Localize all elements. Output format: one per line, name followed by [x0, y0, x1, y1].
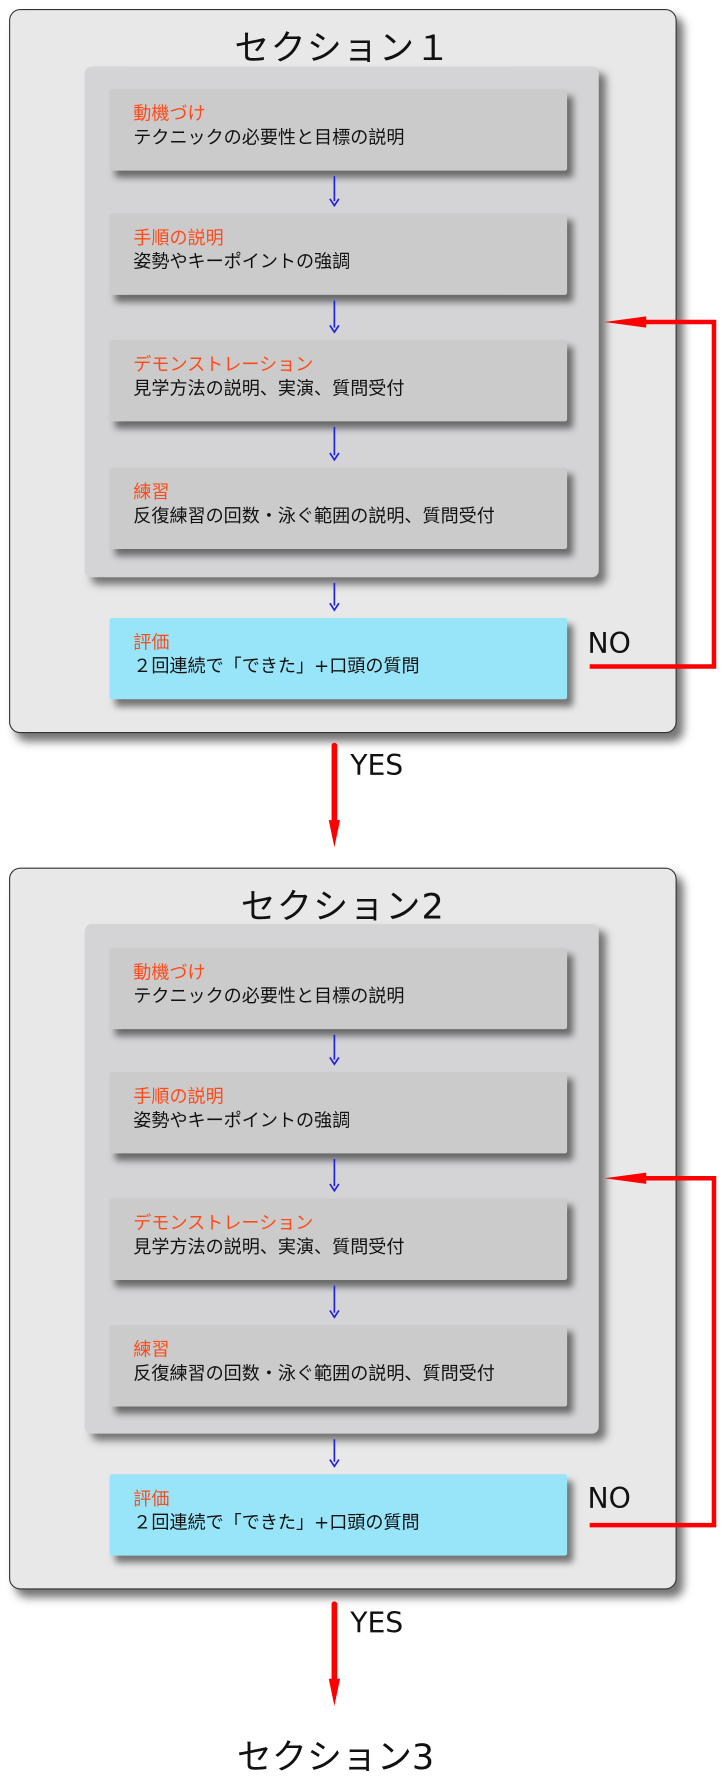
step-description: テクニックの必要性と目標の説明	[133, 985, 405, 1007]
step-label: 動機づけ	[133, 961, 206, 983]
step-label: 動機づけ	[133, 102, 206, 125]
step-label: 手順の説明	[133, 227, 224, 249]
step-label: デモンストレーション	[133, 1212, 314, 1234]
step-card: デモンストレーション見学方法の説明、実演、質問受付	[109, 1198, 568, 1280]
step-card: 手順の説明姿勢やキーポイントの強調	[109, 1072, 568, 1154]
next-section-label: セクション3	[236, 1737, 435, 1779]
step-label: 手順の説明	[133, 1085, 224, 1108]
yes-arrow-head	[328, 1678, 341, 1706]
step-description: 見学方法の説明、実演、質問受付	[133, 377, 405, 399]
step-card: 練習反復練習の回数・泳ぐ範囲の説明、質問受付	[109, 1325, 568, 1407]
yes-label: YES	[350, 1606, 404, 1640]
step-description: テクニックの必要性と目標の説明	[133, 126, 405, 148]
evaluation-description: ２回連続で「できた」+口頭の質問	[133, 655, 420, 677]
step-description: 反復練習の回数・泳ぐ範囲の説明、質問受付	[133, 504, 495, 527]
step-label: 練習	[133, 1338, 170, 1361]
evaluation-description: ２回連続で「できた」+口頭の質問	[133, 1511, 420, 1534]
evaluation-label: 評価	[133, 631, 170, 653]
no-label: NO	[587, 1482, 631, 1515]
evaluation-label: 評価	[133, 1487, 170, 1510]
yes-label: YES	[350, 748, 404, 782]
step-description: 姿勢やキーポイントの強調	[133, 1109, 351, 1131]
step-card: 練習反復練習の回数・泳ぐ範囲の説明、質問受付	[109, 467, 568, 550]
yes-arrow-head	[328, 820, 341, 848]
section-title: セクション１	[234, 28, 452, 69]
step-label: 練習	[133, 481, 170, 503]
step-description: 反復練習の回数・泳ぐ範囲の説明、質問受付	[133, 1362, 495, 1384]
step-card: 動機づけテクニックの必要性と目標の説明	[109, 89, 568, 171]
step-description: 姿勢やキーポイントの強調	[133, 250, 351, 273]
step-card: デモンストレーション見学方法の説明、実演、質問受付	[109, 340, 568, 422]
no-label: NO	[587, 626, 631, 660]
step-card: 動機づけテクニックの必要性と目標の説明	[109, 947, 568, 1030]
step-label: デモンストレーション	[133, 353, 314, 376]
step-description: 見学方法の説明、実演、質問受付	[133, 1235, 405, 1258]
step-card: 手順の説明姿勢やキーポイントの強調	[109, 213, 568, 295]
section-title: セクション2	[240, 886, 445, 928]
